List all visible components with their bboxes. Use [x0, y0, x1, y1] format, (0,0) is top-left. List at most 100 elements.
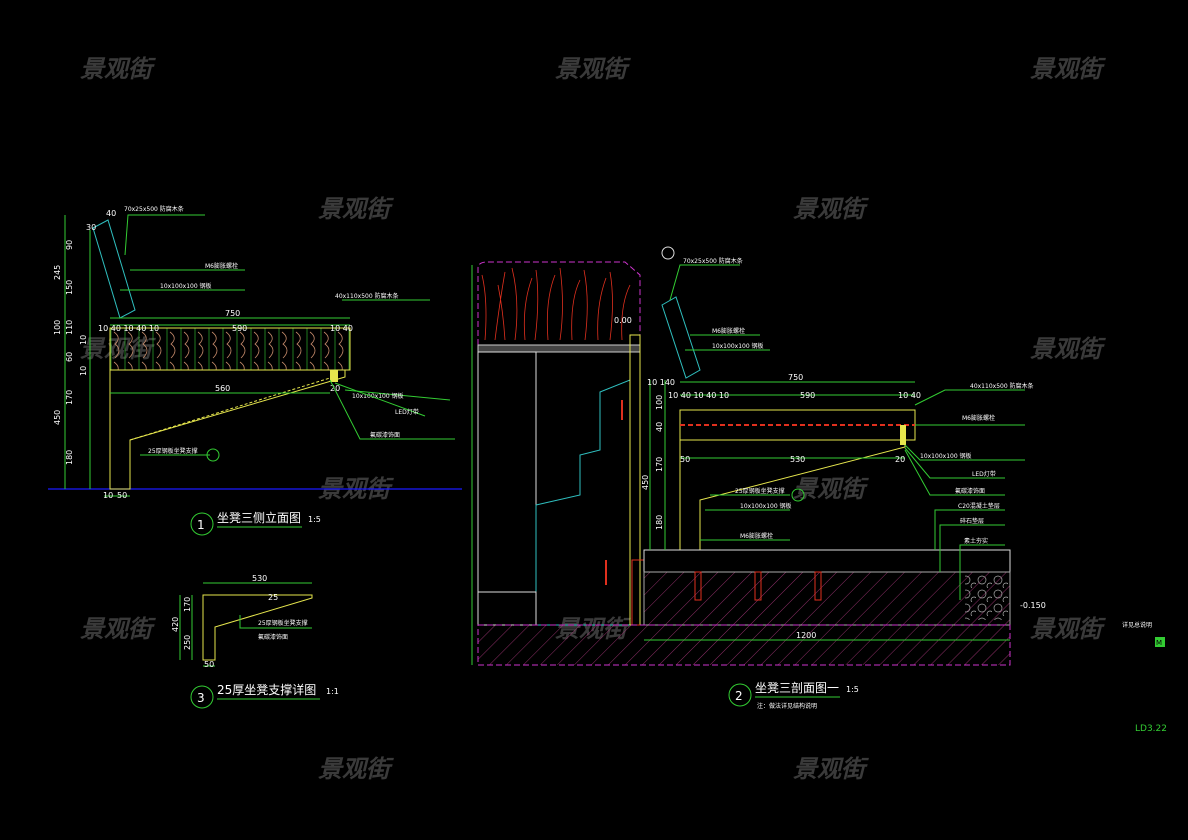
elevation: -0.150: [1020, 601, 1046, 610]
annotation: 氟碳漆饰面: [370, 431, 400, 439]
view-1-side-elevation: 245 90 150 100 110 10 60 10 450 170 180 …: [48, 205, 462, 536]
annotation: M6膨胀螺栓: [962, 414, 995, 422]
sheet-tag: M: [1156, 639, 1162, 647]
annotation: M6膨胀螺栓: [205, 262, 238, 270]
view-title: 坐凳三剖面图一: [755, 680, 839, 695]
watermark: 景观街: [1030, 335, 1106, 363]
backrest: [92, 219, 136, 319]
dim: 180: [65, 450, 74, 465]
dim: 180: [655, 515, 664, 530]
annotation: 10x100x100 钢板: [352, 392, 404, 400]
dim: 25: [268, 593, 278, 602]
view-number-badge: [190, 685, 214, 709]
dim: 100: [655, 395, 664, 410]
annotation: 70x25x500 防腐木条: [124, 205, 184, 213]
backrest: [661, 296, 701, 379]
dim: 10 40: [898, 391, 921, 400]
dim: 10 40 10 40 10: [98, 324, 159, 333]
annotation: 40x110x500 防腐木条: [335, 292, 399, 300]
view-number: 2: [735, 689, 743, 703]
annotation: 10x100x100 钢板: [740, 502, 792, 510]
dim: 100: [53, 320, 62, 335]
watermark: 景观街: [555, 55, 631, 83]
annotation: M6膨胀螺栓: [740, 532, 773, 540]
annotation: LED灯带: [395, 408, 419, 416]
concrete-base: [643, 571, 1011, 626]
annotation: 25厚钢板坐凳支撑: [258, 619, 308, 627]
dim: 170: [183, 597, 192, 612]
dim: 590: [232, 324, 247, 333]
dim: 10: [103, 491, 113, 500]
view-scale: 1:1: [326, 687, 339, 696]
dim: 20: [895, 455, 905, 464]
annotation: C20混凝土垫层: [958, 502, 1000, 510]
watermark: 景观街: [793, 755, 869, 783]
annotation: 氟碳漆饰面: [955, 487, 985, 495]
dim: 750: [225, 309, 240, 318]
annotation: 70x25x500 防腐木条: [683, 257, 743, 265]
watermark: 景观街: [793, 475, 869, 503]
view-scale: 1:5: [308, 515, 321, 524]
annotation: 碎石垫层: [960, 517, 984, 525]
dim: 1200: [796, 631, 816, 640]
watermarks: 景观街 景观街 景观街 景观街 景观街 景观街 景观街 景观街 景观街 景观街 …: [80, 55, 1106, 783]
annotation: 40x110x500 防腐木条: [970, 382, 1034, 390]
planting: [481, 267, 631, 341]
dim: 10 40 10 40 10: [668, 391, 729, 400]
dim: 170: [655, 457, 664, 472]
dim: 50: [204, 660, 214, 669]
watermark: 景观街: [1030, 615, 1106, 643]
gravel-layer: [477, 591, 537, 626]
planter-outline: [477, 261, 641, 345]
sheet-tag-box: [1155, 637, 1165, 647]
annotation: LED灯带: [972, 470, 996, 478]
annotation: 10x100x100 钢板: [712, 342, 764, 350]
view-number-badge: [190, 512, 214, 536]
watermark: 景观街: [1030, 55, 1106, 83]
annotation: 25厚钢板坐凳支撑: [148, 447, 198, 455]
watermark: 景观街: [793, 195, 869, 223]
dim: 10 40: [330, 324, 353, 333]
side-note: 详见总说明: [1122, 621, 1152, 629]
retaining-wall: [535, 379, 631, 626]
dim: 150: [65, 280, 74, 295]
sheet-number: LD3.22: [1135, 724, 1167, 734]
led-strip: [330, 370, 338, 382]
dim: 90: [65, 240, 74, 250]
dim: 590: [800, 391, 815, 400]
annotation: 素土夯实: [964, 537, 988, 545]
view-number: 1: [197, 518, 205, 532]
view-note: 注：做法详见结构说明: [757, 702, 817, 710]
watermark: 景观街: [80, 55, 156, 83]
view-3-bracket-detail: 530 170 250 420 50 25 25厚钢板坐凳支撑 氟碳漆饰面 3 …: [171, 574, 339, 709]
dim: 560: [215, 384, 230, 393]
watermark: 景观街: [318, 195, 394, 223]
elevation: 0.00: [614, 316, 632, 325]
planter-soil-surface: [477, 344, 641, 353]
view-title: 坐凳三侧立面图: [217, 510, 301, 525]
dim: 250: [183, 635, 192, 650]
view-number-badge: [728, 683, 752, 707]
dim: 530: [790, 455, 805, 464]
view-scale: 1:5: [846, 685, 859, 694]
annotation: 25厚钢板坐凳支撑: [735, 487, 785, 495]
dim: 50: [117, 491, 127, 500]
dim: 170: [65, 390, 74, 405]
annotation: 10x100x100 钢板: [920, 452, 972, 460]
dim: 110: [65, 320, 74, 335]
dim: 530: [252, 574, 267, 583]
dim: 420: [171, 617, 180, 632]
view-2-section: 750 10 40 10 40 10 590 10 40 10 140 50 5…: [471, 246, 1046, 710]
compacted-soil: [477, 624, 1011, 666]
watermark: 景观街: [318, 755, 394, 783]
dim: 10: [79, 335, 88, 345]
dim: 750: [788, 373, 803, 382]
annotation: 10x100x100 钢板: [160, 282, 212, 290]
dim: 30: [86, 223, 96, 232]
seat-slats: [110, 328, 350, 370]
dim: 10 140: [647, 378, 675, 387]
annotation: M6膨胀螺栓: [712, 327, 745, 335]
view-title: 25厚坐凳支撑详图: [217, 682, 316, 697]
dim: 20: [330, 384, 340, 393]
